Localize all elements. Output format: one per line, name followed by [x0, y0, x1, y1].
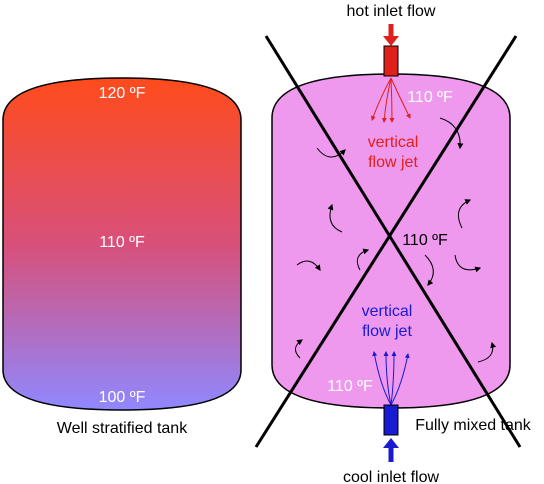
mixed-top-temp: 110 ºF [407, 89, 453, 106]
cool-jet-label-line2: flow jet [362, 323, 412, 340]
circulation-arrow [356, 248, 370, 271]
circulation-arrow [424, 254, 434, 286]
mixed-tank: hot inlet flow 110 ºF vertical flow jet … [254, 3, 532, 484]
hot-inlet-label: hot inlet flow [347, 3, 436, 20]
cool-jet-arrows [372, 351, 410, 406]
circulation-arrow [296, 260, 321, 271]
hot-inlet-pipe [383, 45, 399, 77]
circulation-arrow [454, 254, 482, 273]
cool-inlet-label: cool inlet flow [343, 469, 439, 484]
circulation-arrows [295, 117, 497, 363]
cross-out-line [264, 35, 522, 448]
stratified-tank: 120 ºF 110 ºF 100 ºF Well stratified tan… [2, 77, 242, 437]
cool-inlet-arrowhead [383, 438, 399, 448]
circulation-arrow [327, 203, 343, 233]
mixed-center-temp: 110 ºF [402, 232, 448, 249]
stratified-top-temp: 120 ºF [99, 85, 146, 102]
stratified-mid-temp: 110 ºF [99, 234, 145, 251]
mixed-bottom-temp: 110 ºF [327, 378, 373, 395]
circulation-arrow [295, 339, 303, 359]
cool-jet-label-line1: vertical [362, 303, 413, 320]
hot-jet-label-line2: flow jet [368, 154, 418, 171]
mixed-tank-caption: Fully mixed tank [415, 417, 532, 434]
hot-jet-label-line1: vertical [368, 134, 419, 151]
circulation-arrow [457, 199, 472, 229]
circulation-arrow [316, 147, 346, 158]
circulation-arrow [477, 341, 497, 363]
hot-jet-arrows [371, 77, 411, 123]
stratified-bottom-temp: 100 ºF [99, 389, 146, 406]
cross-out-line [254, 35, 518, 448]
cool-inlet-pipe [383, 404, 399, 436]
hot-inlet-arrowhead [383, 36, 399, 46]
stratified-tank-caption: Well stratified tank [57, 420, 188, 437]
stratified-tank-body [2, 77, 242, 411]
